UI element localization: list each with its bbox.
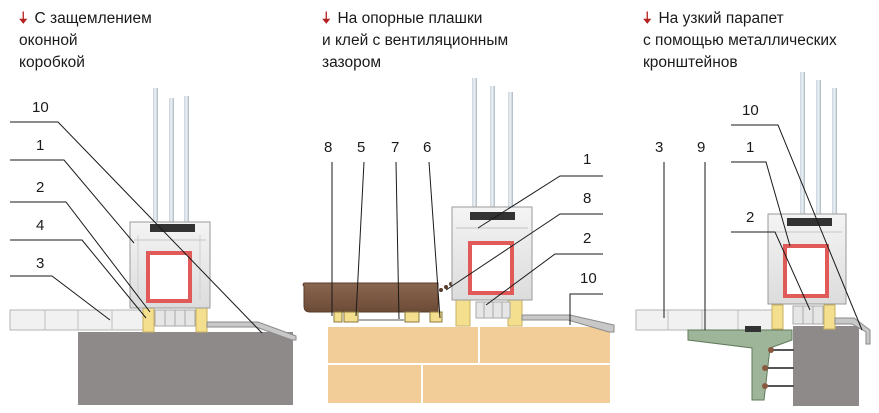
caption-support-pads-glue: 🠣 На опорные плашки и клей с вентиляционн… [322, 8, 508, 74]
window-sill [9, 309, 146, 331]
callout-label: 7 [391, 139, 399, 156]
exterior-drip-sill [834, 317, 871, 345]
wooden-window-sill [302, 282, 439, 313]
leader-lines [663, 124, 863, 331]
callout-label: 2 [583, 230, 591, 247]
callout-label: 10 [32, 99, 49, 116]
support-pad [343, 311, 359, 323]
callout-label: 10 [580, 270, 597, 287]
callout-label: 1 [36, 137, 44, 154]
metal-bracket [687, 326, 794, 401]
callout-label: 2 [746, 209, 754, 226]
callout-label: 4 [36, 217, 44, 234]
mounting-foam [771, 304, 784, 330]
glass-unit [800, 72, 837, 218]
callout-label: 2 [36, 179, 44, 196]
mounting-foam [195, 305, 208, 333]
leader-lines [10, 121, 263, 334]
callout-label: 6 [423, 139, 431, 156]
callout-label: 9 [697, 139, 705, 156]
caption-line: кронштейнов [643, 54, 738, 71]
exterior-drip-sill [206, 321, 297, 341]
down-arrow-icon: 🠣 [322, 10, 331, 27]
diagram-3: 10 3 9 1 2 [635, 72, 871, 406]
wall [78, 332, 293, 405]
caption-line: На узкий парапет [658, 10, 784, 27]
parapet-wall [793, 326, 859, 406]
caption-line: с помощью металлических [643, 32, 837, 49]
callout-label: 1 [746, 139, 754, 156]
callout-label: 8 [324, 139, 332, 156]
glass-unit [153, 88, 189, 228]
caption-line: зазором [322, 54, 382, 71]
leader-lines [331, 161, 603, 325]
caption-clamped-frame: 🠣 С защемлением оконной коробкой [19, 8, 152, 74]
diagram-1: 10 1 2 4 3 [9, 88, 297, 405]
window-frame-profile [767, 213, 847, 325]
callout-label: 3 [655, 139, 663, 156]
support-pad [404, 311, 420, 323]
callout-label: 10 [742, 102, 759, 119]
callout-label: 5 [357, 139, 365, 156]
down-arrow-icon: 🠣 [643, 10, 652, 27]
window-frame-profile [451, 206, 533, 319]
callout-label: 3 [36, 255, 44, 272]
caption-narrow-parapet-brackets: 🠣 На узкий парапет с помощью металлически… [643, 8, 837, 74]
exterior-drip-sill [521, 314, 615, 333]
diagram-2: 8 5 7 6 1 8 2 10 [302, 78, 615, 405]
down-arrow-icon: 🠣 [19, 10, 28, 27]
glass-unit [472, 78, 513, 212]
callout-label: 8 [583, 190, 591, 207]
brick-wall [326, 325, 612, 405]
mounting-foam [455, 297, 471, 327]
support-pad [333, 311, 343, 323]
callout-label: 1 [583, 151, 591, 168]
caption-line: и клей с вентиляционным [322, 32, 509, 49]
caption-line: С защемлением [34, 10, 152, 27]
mounting-foam [823, 304, 836, 330]
caption-line: На опорные плашки [337, 10, 483, 27]
support-pad [429, 311, 443, 323]
caption-line: оконной [19, 32, 78, 49]
caption-line: коробкой [19, 54, 85, 71]
